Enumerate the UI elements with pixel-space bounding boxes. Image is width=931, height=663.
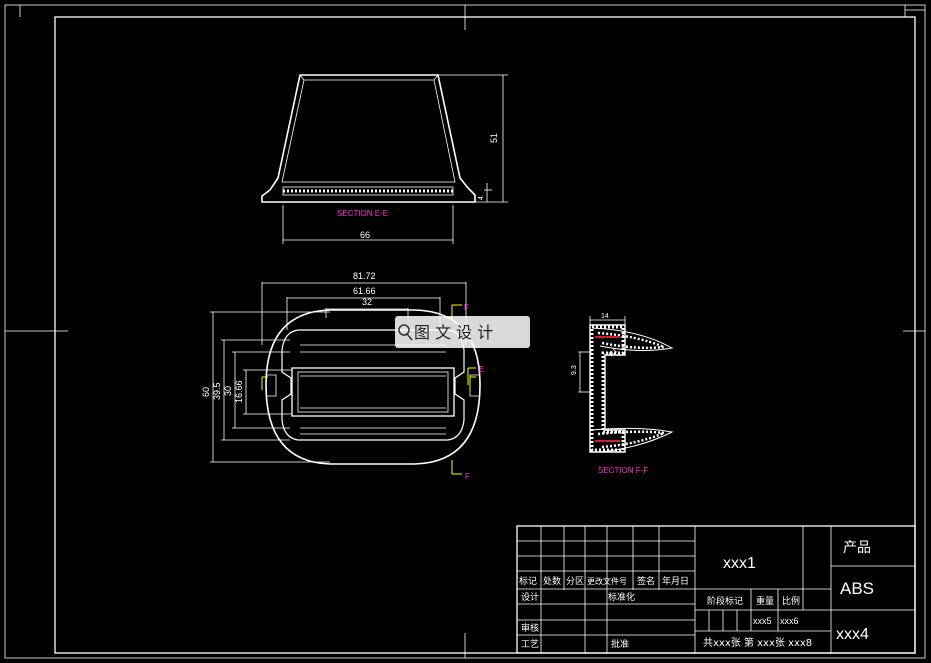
scale-value: xxx6: [780, 616, 799, 626]
dim-side: 9.3: [571, 365, 578, 375]
label-process: 工艺: [521, 639, 539, 650]
inner-frame: [54, 16, 916, 654]
drawing-number: xxx4: [836, 626, 869, 643]
dim-h-39-5: 39.5: [212, 382, 222, 400]
section-e-e-view: 51 4 66 SECTION E-E: [261, 74, 508, 244]
hdr-mark: 标记: [519, 575, 537, 587]
dim-width-66: 66: [360, 230, 370, 240]
section-marker-f-top: F: [464, 303, 469, 312]
dim-h-16-66: 16.66: [234, 380, 244, 403]
product-label: 产品: [843, 540, 871, 556]
label-stage: 阶段标记: [707, 595, 743, 607]
label-standard: 标准化: [608, 591, 635, 603]
weight-value: xxx5: [753, 616, 772, 626]
dim-height-51: 51: [489, 133, 499, 143]
watermark: 图 文 设 计: [395, 316, 530, 348]
dim-angle: R1: [608, 347, 619, 358]
title-block: 标记 处数 分区 更改文件号 签名 年月日 设计 标准化 审核 工艺 批准 阶段…: [516, 525, 916, 654]
label-review: 审核: [521, 622, 539, 634]
dim-overall-81-72: 81.72: [353, 271, 376, 281]
watermark-text: 图 文 设 计: [414, 323, 493, 342]
section-e-e-label: SECTION E-E: [337, 209, 388, 218]
dim-inner-61-66: 61.66: [353, 286, 376, 296]
hdr-count: 处数: [543, 575, 561, 587]
sheet-info: 共xxx张 第 xxx张 xxx8: [703, 636, 812, 649]
section-f-f-label: SECTION F-F: [598, 466, 648, 475]
dim-14: 14: [601, 313, 609, 320]
label-scale: 比例: [782, 595, 800, 607]
dim-h-30: 30: [223, 386, 233, 396]
hdr-zone: 分区: [566, 576, 584, 587]
magnifier-icon: [398, 324, 410, 336]
material: ABS: [840, 579, 874, 598]
hdr-date: 年月日: [662, 575, 689, 587]
label-design: 设计: [521, 591, 539, 603]
section-marker-e: E: [479, 365, 484, 374]
label-weight: 重量: [756, 595, 774, 607]
section-marker-f-bottom: F: [465, 472, 470, 481]
plan-view: 81.72 61.66 32 60 39.5 30 16.66 F E F: [201, 271, 484, 481]
hdr-change-doc: 更改文件号: [587, 576, 627, 586]
label-approve: 批准: [611, 638, 629, 650]
dim-slot-32: 32: [362, 297, 372, 307]
dim-small-4: 4: [478, 196, 485, 200]
section-f-f-view: 14 9.3 R1 SECTION F-F: [571, 313, 674, 475]
dim-h-60: 60: [201, 387, 211, 397]
hdr-sign: 签名: [637, 575, 655, 587]
centering-marks: [5, 5, 925, 658]
drawing-name: xxx1: [723, 555, 756, 572]
